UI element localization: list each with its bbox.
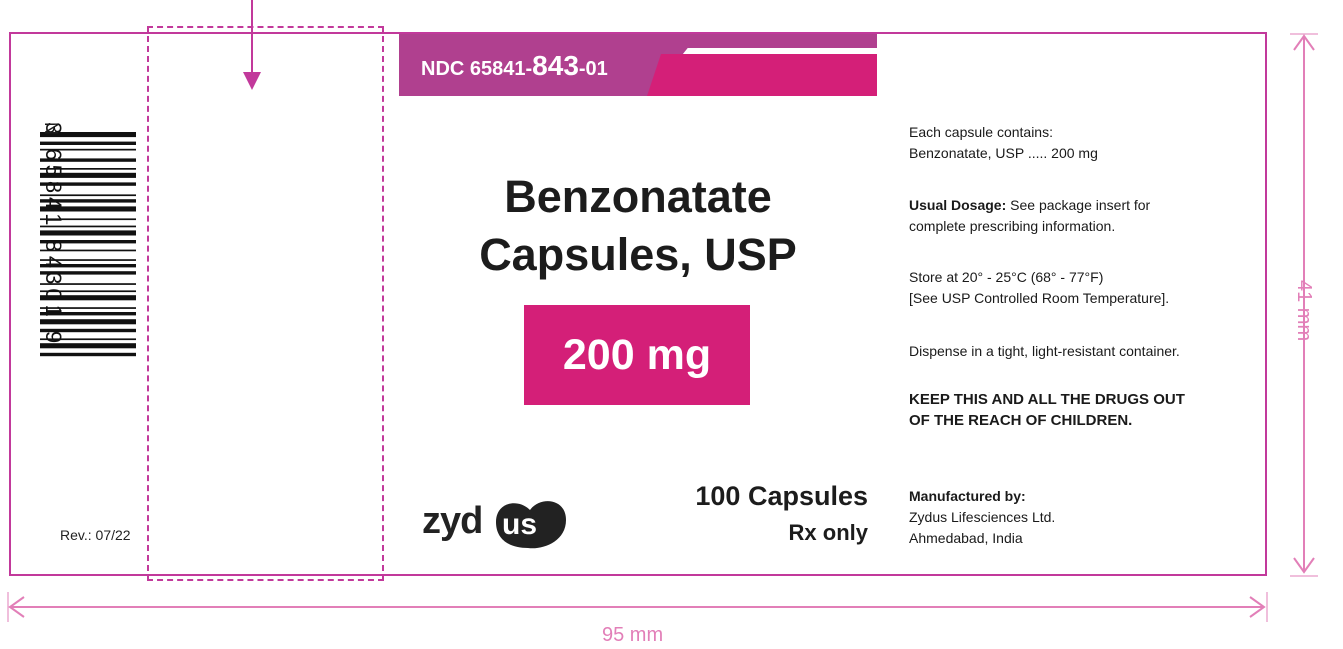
down-arrow-icon <box>243 0 261 90</box>
zydus-logo-icon <box>496 501 566 549</box>
label-border <box>9 32 1267 576</box>
width-dimension-line <box>7 592 1268 622</box>
dosage-text2: complete prescribing information. <box>909 218 1116 234</box>
ndc-code: NDC 65841-843-01 <box>421 50 608 82</box>
manufacturer-city: Ahmedabad, India <box>909 530 1023 546</box>
width-dimension-label: 95 mm <box>602 624 664 646</box>
contains-detail: Benzonatate, USP ..... 200 mg <box>909 145 1098 161</box>
barcode-n-mark: N <box>41 122 61 135</box>
logo-badge-text: us <box>502 508 538 541</box>
warning-block: KEEP THIS AND ALL THE DRUGS OUT OF THE R… <box>909 389 1249 431</box>
manufacturer-label: Manufactured by: <box>909 488 1026 504</box>
storage-line2: [See USP Controlled Room Temperature]. <box>909 290 1170 306</box>
storage-block: Store at 20° - 25°C (68° - 77°F) [See US… <box>909 267 1249 309</box>
height-dimension-line <box>1290 33 1318 577</box>
height-dimension-label: 41 mm <box>1293 280 1315 342</box>
strength-badge: 200 mg <box>524 305 750 405</box>
contains-heading: Each capsule contains: <box>909 124 1053 140</box>
product-title-line2: Capsules, USP <box>479 229 797 280</box>
barcode-digits: 3 65841 84301 9 <box>41 122 66 348</box>
dosage-block: Usual Dosage: See package insert for com… <box>909 195 1249 237</box>
product-title-line1: Benzonatate <box>504 171 772 222</box>
warning-line1: KEEP THIS AND ALL THE DRUGS OUT <box>909 391 1185 408</box>
product-title: Benzonatate Capsules, USP <box>450 168 826 284</box>
ndc-suffix: -01 <box>578 58 608 80</box>
ndc-product-code: 843 <box>532 50 579 81</box>
warning-line2: OF THE REACH OF CHILDREN. <box>909 412 1133 429</box>
barcode <box>40 132 136 357</box>
revision-text: Rev.: 07/22 <box>60 527 131 543</box>
logo-text: zyd <box>422 500 483 542</box>
manufacturer-name: Zydus Lifesciences Ltd. <box>909 509 1056 525</box>
ndc-prefix: NDC 65841- <box>421 58 533 80</box>
contains-block: Each capsule contains: Benzonatate, USP … <box>909 122 1249 164</box>
dosage-label: Usual Dosage: <box>909 197 1007 213</box>
ndc-banner <box>399 34 877 96</box>
dispense-text: Dispense in a tight, light-resistant con… <box>909 343 1180 359</box>
glue-zone-dashed <box>147 26 384 581</box>
capsule-count: 100 Capsules <box>695 481 868 511</box>
storage-line1: Store at 20° - 25°C (68° - 77°F) <box>909 269 1104 285</box>
rx-only: Rx only <box>788 520 868 545</box>
dosage-text: See package insert for <box>1006 197 1151 213</box>
manufacturer-block: Manufactured by: Zydus Lifesciences Ltd.… <box>909 486 1249 549</box>
